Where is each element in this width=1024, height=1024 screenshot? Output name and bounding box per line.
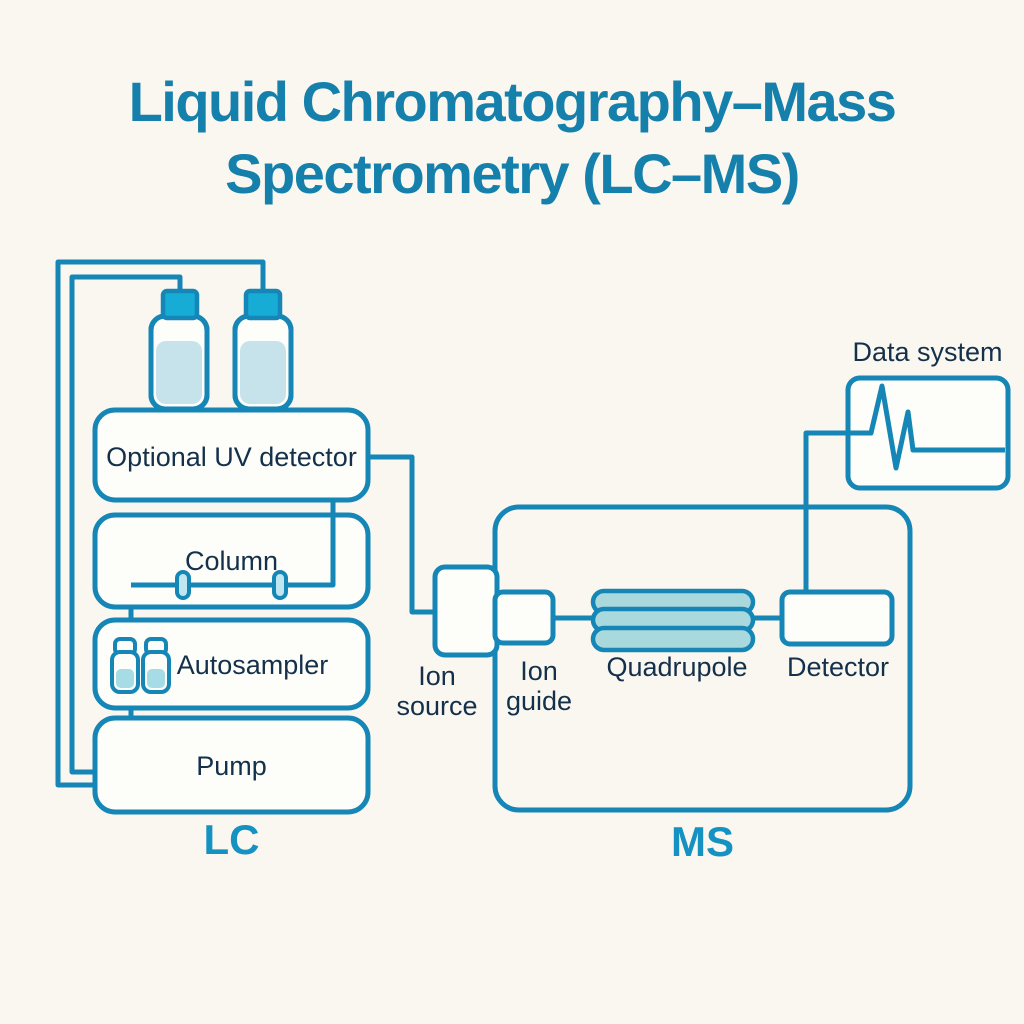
uv-detector-box [92, 407, 371, 503]
vial-liquid [147, 669, 165, 688]
autosampler-label: Autosampler [176, 650, 329, 680]
pump-label: Pump [196, 751, 267, 781]
column-fitting-left [175, 570, 191, 600]
column-flow-line [131, 500, 336, 588]
vial-liquid [116, 669, 134, 688]
ms-section-label: MS [671, 818, 734, 865]
ms-enclosure-box [492, 504, 913, 813]
solvent-bottle-2 [232, 288, 294, 412]
quadrupole-label: Quadrupole [606, 652, 748, 682]
pump-box [92, 715, 371, 815]
quadrupole-rods [590, 588, 756, 653]
column-fitting-right [272, 570, 288, 600]
quadrupole-rod [590, 625, 756, 653]
ion-source-box [432, 564, 500, 658]
page-title-line1: Liquid Chromatography–Mass [128, 70, 897, 133]
detector-label: Detector [786, 652, 890, 682]
bottle-cap [243, 288, 283, 321]
ion-source-label: Ion source [396, 661, 478, 722]
autosampler-vial-1 [110, 637, 140, 694]
lc-section-label: LC [203, 816, 260, 863]
bottle-liquid [240, 341, 286, 404]
solvent-bottle-1 [148, 288, 210, 412]
ion-guide-label: Ion guide [505, 656, 573, 717]
uv-detector-label: Optional UV detector [106, 442, 357, 472]
solvent-tube-outer [55, 259, 266, 788]
bottle-liquid [156, 341, 202, 404]
data-system-label: Data system [852, 337, 1003, 367]
autosampler-vial-2 [141, 637, 171, 694]
chromatogram-waveform-icon [803, 383, 1005, 592]
bottle-cap [160, 288, 200, 321]
uv-to-ion-source-line [368, 454, 436, 615]
column-label: Column [184, 546, 279, 576]
page-title-line2: Spectrometry (LC–MS) [225, 142, 800, 205]
detector-box [779, 589, 895, 647]
page-title: Liquid Chromatography–Mass Spectrometry … [0, 66, 1024, 210]
solvent-tube-inner [69, 274, 183, 775]
ion-guide-box [492, 589, 556, 646]
